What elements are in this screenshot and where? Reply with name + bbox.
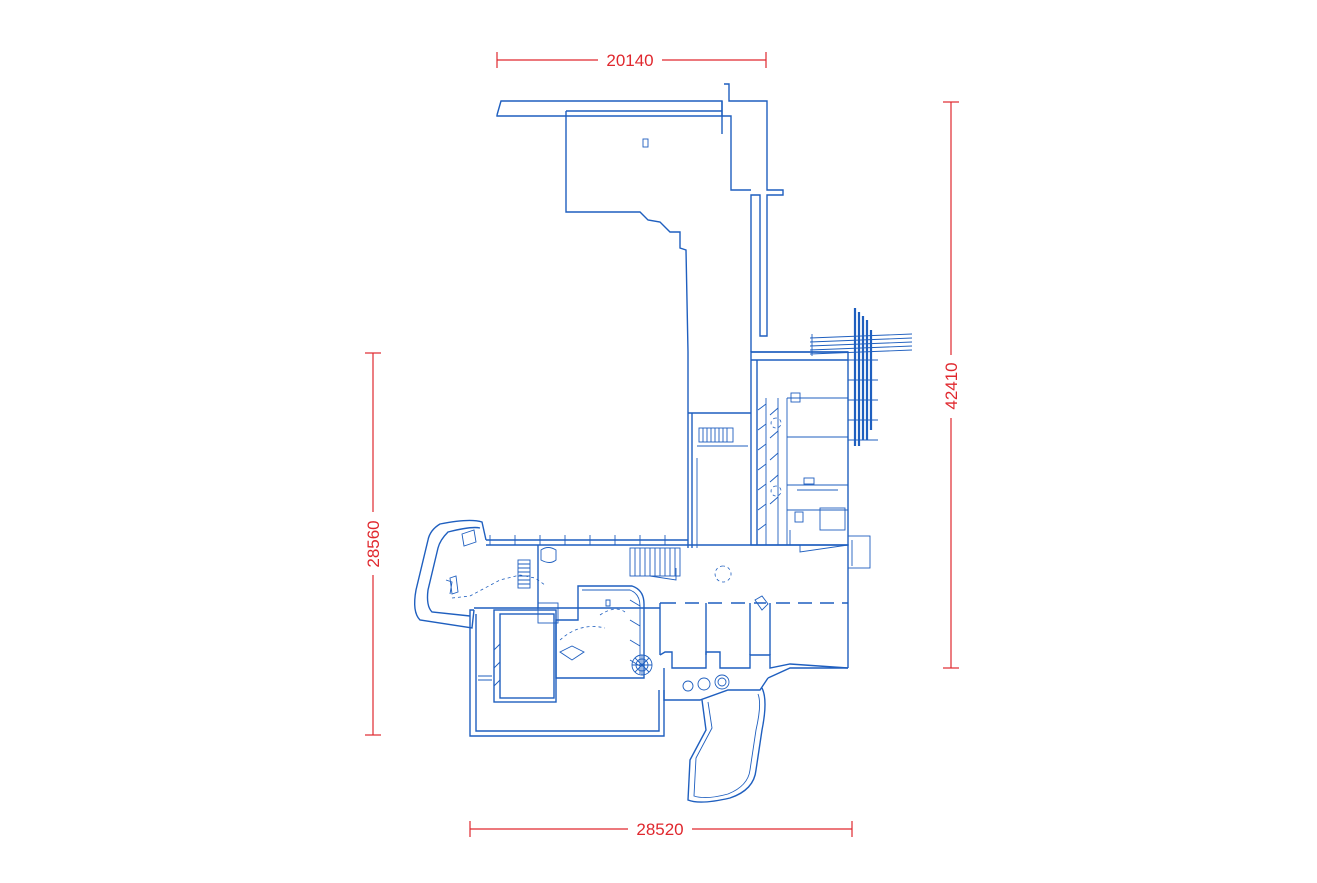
dimension-left: 28560 xyxy=(364,352,383,736)
south-west-block xyxy=(469,585,665,737)
dimension-bottom-label: 28520 xyxy=(636,820,683,839)
pergola-east xyxy=(809,308,913,446)
stair-west xyxy=(517,559,531,589)
west-wing xyxy=(413,519,692,629)
south-entry xyxy=(663,667,848,803)
dimension-right-label: 42410 xyxy=(942,362,961,409)
north-wing xyxy=(496,83,848,548)
dimension-top-label: 20140 xyxy=(606,51,653,70)
dimension-left-label: 28560 xyxy=(364,520,383,567)
stair-upper xyxy=(698,427,734,443)
dimension-right: 42410 xyxy=(942,101,961,669)
column-marker xyxy=(642,138,649,148)
east-wing xyxy=(750,308,913,553)
dimension-top: 20140 xyxy=(496,51,767,70)
dimension-bottom: 28520 xyxy=(469,820,853,839)
central-hall xyxy=(659,412,871,669)
